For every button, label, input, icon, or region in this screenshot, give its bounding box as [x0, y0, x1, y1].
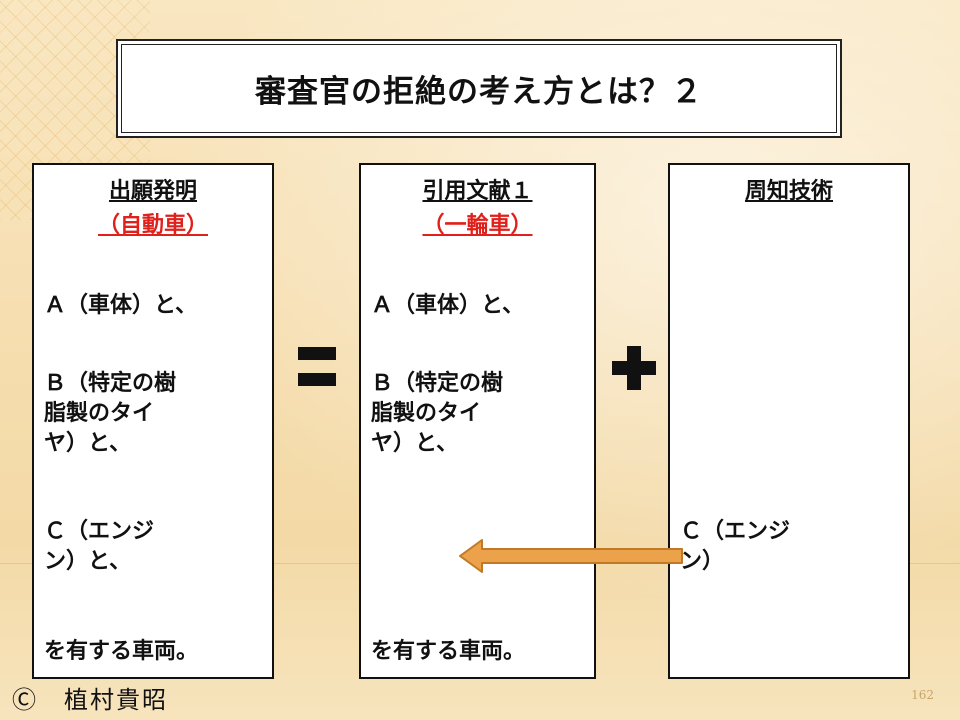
feature-a: Ａ（車体）と、	[371, 293, 525, 318]
page-number: 162	[911, 688, 934, 702]
title-box: 審査官の拒絶の考え方とは？２	[116, 39, 842, 138]
feature-b-line1: Ｂ（特定の樹	[44, 371, 177, 396]
feature-b-line3: ヤ）と、	[371, 431, 459, 456]
column-heading: 周知技術	[744, 179, 833, 204]
column-header: 出願発明 （自動車）	[34, 175, 272, 243]
feature-b-line3: ヤ）と、	[44, 431, 132, 456]
column-header: 引用文献１ （一輪車）	[361, 175, 594, 243]
column-heading: 出願発明	[108, 179, 197, 204]
feature-b-line2: 脂製のタイ	[371, 401, 482, 426]
equals-icon	[298, 347, 336, 387]
column-subheading: （自動車）	[97, 213, 208, 238]
column-well-known-art: 周知技術 Ｃ（エンジ ン）	[668, 163, 910, 679]
column-cited-document: 引用文献１ （一輪車） Ａ（車体）と、 Ｂ（特定の樹 脂製のタイ ヤ）と、 を有…	[359, 163, 596, 679]
feature-b-line1: Ｂ（特定の樹	[371, 371, 504, 396]
column-application-invention: 出願発明 （自動車） Ａ（車体）と、 Ｂ（特定の樹 脂製のタイ ヤ）と、 Ｃ（エ…	[32, 163, 274, 679]
column-subheading: （一輪車）	[422, 213, 533, 238]
claim-ending: を有する車両。	[44, 639, 199, 664]
copyright-text: Ⓒ 植村貴昭	[12, 686, 168, 714]
feature-b-line2: 脂製のタイ	[44, 401, 155, 426]
feature-c-line1: Ｃ（エンジ	[44, 519, 155, 544]
left-arrow-icon	[459, 539, 683, 573]
claim-ending: を有する車両。	[371, 639, 526, 664]
column-heading: 引用文献１	[422, 179, 533, 204]
slide-title: 審査官の拒絶の考え方とは？２	[255, 74, 703, 110]
plus-icon	[612, 346, 656, 390]
feature-c-line1: Ｃ（エンジ	[680, 519, 791, 544]
column-header: 周知技術	[670, 175, 908, 209]
feature-a: Ａ（車体）と、	[44, 293, 198, 318]
feature-c-line2: ン）と、	[44, 549, 132, 574]
feature-c-line2: ン）	[680, 549, 725, 574]
